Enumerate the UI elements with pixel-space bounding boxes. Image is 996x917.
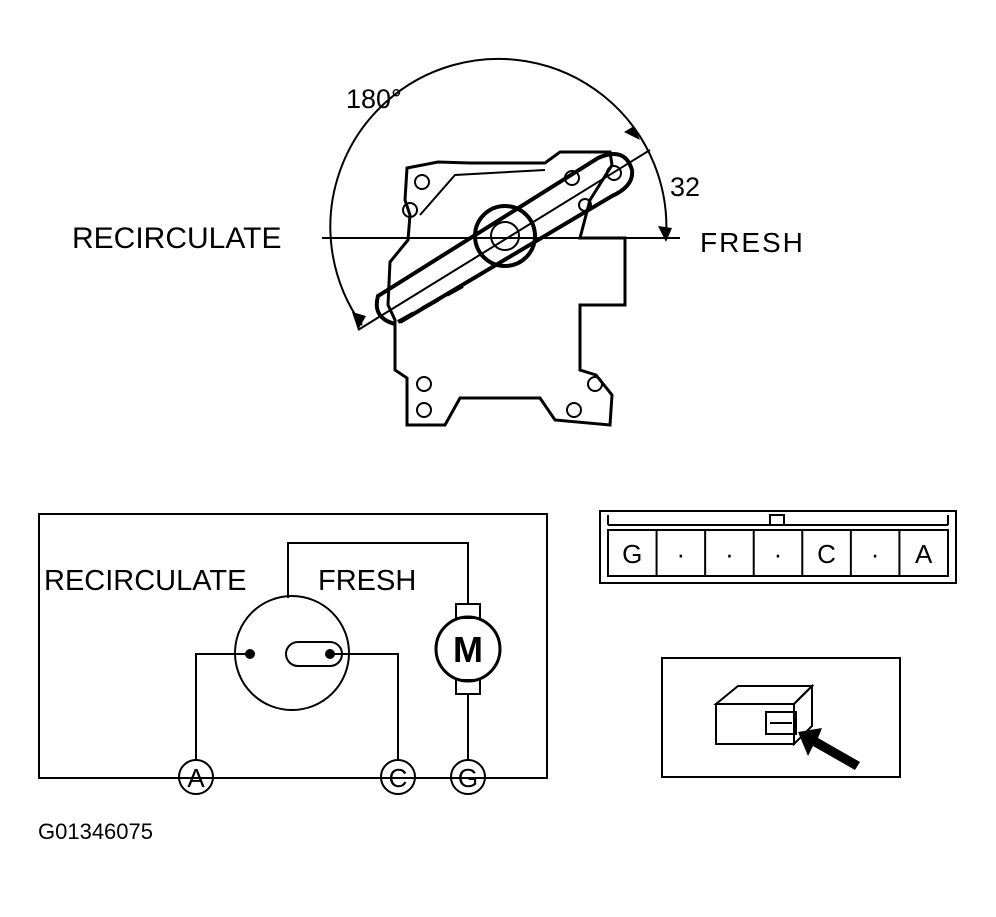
actuator-drawing: 180° 32 RECIRCULATE FRESH <box>72 57 805 427</box>
illustration-frame <box>661 657 901 778</box>
connector-pin-row <box>607 529 949 577</box>
connector-pin-5: · <box>871 539 880 569</box>
connector-pin-4: C <box>817 539 836 569</box>
arc-arrow-bottom <box>352 312 366 330</box>
terminal-a-label: A <box>187 763 205 793</box>
angle-label: 180° <box>346 84 402 114</box>
connector-illustration <box>661 657 901 778</box>
hole-arm-end <box>606 165 622 181</box>
hole-bottom-left-2 <box>416 402 432 418</box>
motor-label: M <box>453 629 483 670</box>
connector-pin-3: · <box>774 539 783 569</box>
connector-pin-6: A <box>915 539 933 569</box>
connector-socket <box>765 711 797 735</box>
figure-id: G01346075 <box>38 819 153 844</box>
connector-pin-2: · <box>725 539 734 569</box>
lever-hub-inner <box>490 221 520 251</box>
recirculate-label: RECIRCULATE <box>72 222 281 255</box>
view-direction-arrow <box>798 728 860 770</box>
flap-curve <box>419 169 546 216</box>
lever-hub-outer <box>473 204 537 268</box>
terminal-c <box>380 759 416 795</box>
angled-reference-line <box>357 149 651 331</box>
arc-arrow-right <box>658 226 672 242</box>
offset-label: 32 <box>670 172 700 202</box>
terminal-g-label: G <box>458 763 478 793</box>
terminal-a <box>178 759 214 795</box>
hole-left <box>402 202 418 218</box>
connector-latch-tab <box>769 514 785 526</box>
arc-arrow-top-right <box>624 126 640 140</box>
lever-arm-dashed <box>397 280 471 324</box>
connector-pin-0: G <box>622 539 642 569</box>
fresh-label: FRESH <box>700 227 805 258</box>
wire-c <box>330 653 399 760</box>
terminal-g <box>450 759 486 795</box>
actuator-body <box>386 150 627 427</box>
motor-feed-wire <box>287 542 469 604</box>
hole-bottom-right <box>587 376 603 392</box>
wiring-schematic: RECIRCULATE FRESH M A C G <box>38 513 548 795</box>
connector-housing <box>599 510 957 584</box>
hole-top-left <box>414 174 430 190</box>
rotation-arc <box>329 57 668 326</box>
schematic-frame <box>38 513 548 779</box>
wire-a <box>195 653 250 760</box>
schematic-recirculate-label: RECIRCULATE <box>44 565 247 597</box>
hole-bottom-right-2 <box>566 402 582 418</box>
connector-pin-view: G · · · C · A <box>599 510 957 584</box>
connector-block-front <box>715 703 795 745</box>
connector-pin-1: · <box>677 539 686 569</box>
schematic-fresh-label: FRESH <box>318 565 416 597</box>
lever-arm <box>374 152 635 326</box>
terminal-c-label: C <box>389 763 408 793</box>
hole-bottom-left <box>416 376 432 392</box>
